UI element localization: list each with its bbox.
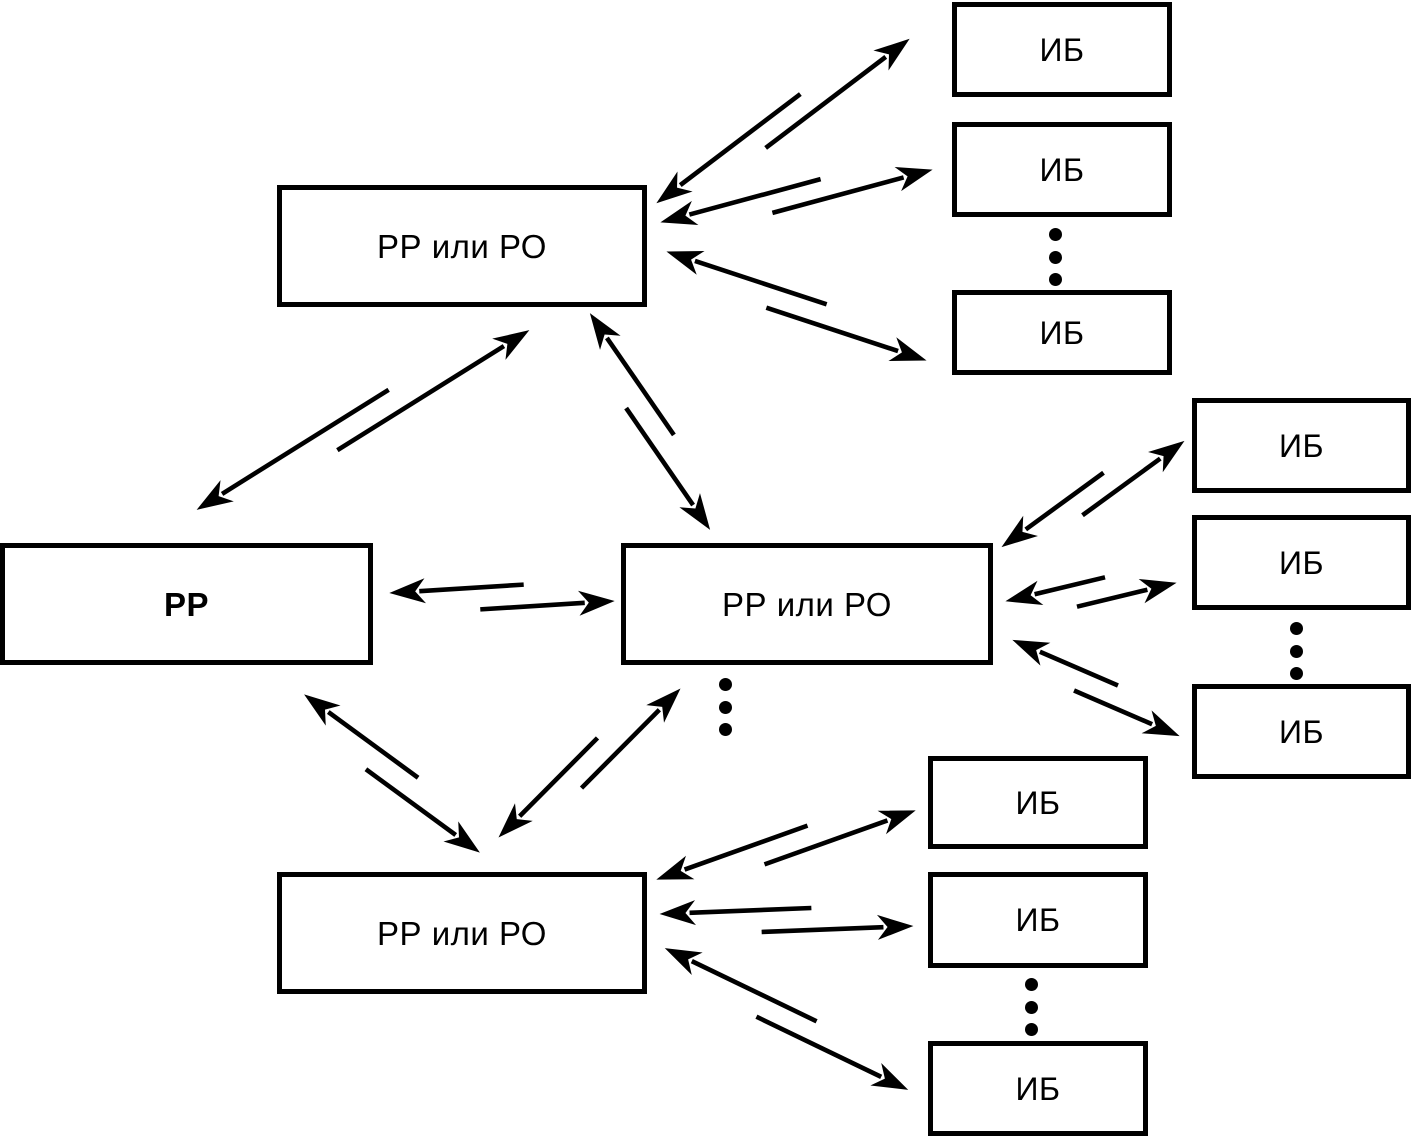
- node-ib-right-1[interactable]: ИБ: [1192, 398, 1411, 493]
- conn-rr-to-middle-reverse-arrow: [389, 578, 524, 604]
- conn-bottom-to-ibb1: [656, 810, 916, 880]
- conn-rr-to-middle-forward-arrow: [480, 590, 615, 616]
- node-ib-right-2[interactable]: ИБ: [1192, 515, 1411, 610]
- node-ib-top-2[interactable]: ИБ: [952, 122, 1172, 217]
- conn-bottom-to-ibb3: [664, 948, 909, 1090]
- node-ib-bottom-1[interactable]: ИБ: [928, 756, 1148, 849]
- node-label: ИБ: [1279, 544, 1324, 581]
- conn-bottom-to-ibb2: [659, 900, 914, 940]
- conn-bottom-to-ibb3-reverse-arrow: [664, 948, 818, 1024]
- ellipsis-dot: [1289, 667, 1303, 680]
- conn-top-to-ib3: [666, 250, 927, 362]
- node-ib-top-3[interactable]: ИБ: [952, 290, 1172, 375]
- conn-top-to-ib1-forward-arrow: [764, 38, 910, 150]
- conn-middle-to-bottom: [498, 688, 681, 838]
- conn-middle-to-ibr3-forward-arrow: [1073, 688, 1180, 737]
- node-label: ИБ: [1039, 31, 1085, 68]
- node-rr-or-ro-middle[interactable]: РР или РО: [621, 543, 993, 665]
- ellipsis-dot: [1289, 644, 1303, 658]
- vertical-ellipsis-top-group: [1048, 228, 1062, 286]
- ellipsis-dot: [1024, 1023, 1038, 1036]
- conn-top-to-ib2: [660, 166, 933, 226]
- conn-bottom-to-ibb1-forward-arrow: [763, 810, 916, 867]
- node-ib-top-1[interactable]: ИБ: [952, 2, 1172, 97]
- conn-top-to-ib1: [656, 38, 910, 204]
- conn-top-to-ib2-forward-arrow: [771, 166, 933, 216]
- node-ib-right-3[interactable]: ИБ: [1192, 684, 1411, 779]
- node-label: ИБ: [1279, 713, 1324, 750]
- conn-middle-to-ibr1-reverse-arrow: [1001, 470, 1105, 548]
- node-label: РР или РО: [722, 585, 892, 623]
- node-label: ИБ: [1279, 427, 1324, 464]
- conn-bottom-to-ibb2-forward-arrow: [761, 914, 914, 940]
- conn-rr-to-bottom-reverse-arrow: [304, 694, 420, 780]
- conn-top-to-ib3-reverse-arrow: [666, 250, 828, 307]
- node-label: ИБ: [1039, 151, 1085, 188]
- conn-middle-to-ibr3-reverse-arrow: [1012, 639, 1119, 688]
- conn-middle-to-ibr3: [1012, 639, 1180, 737]
- vertical-ellipsis-bottom-group: [1024, 978, 1038, 1036]
- ellipsis-dot: [718, 700, 732, 714]
- conn-middle-to-bottom-reverse-arrow: [579, 688, 681, 790]
- conn-top-to-rr: [196, 330, 530, 510]
- conn-bottom-to-ibb2-reverse-arrow: [659, 900, 812, 926]
- conn-top-to-middle-forward-arrow: [624, 406, 711, 530]
- node-rr-or-ro-top[interactable]: РР или РО: [277, 185, 647, 307]
- node-label: РР или РО: [377, 227, 547, 265]
- conn-middle-to-ibr2-forward-arrow: [1076, 578, 1177, 609]
- conn-top-to-rr-forward-arrow: [196, 387, 390, 510]
- conn-middle-to-ibr1-forward-arrow: [1081, 440, 1185, 518]
- conn-top-to-middle-reverse-arrow: [589, 313, 676, 437]
- conn-rr-to-bottom-forward-arrow: [364, 767, 480, 853]
- conn-top-to-ib3-forward-arrow: [765, 305, 927, 362]
- ellipsis-dot: [718, 678, 732, 691]
- conn-bottom-to-ibb1-reverse-arrow: [656, 823, 809, 880]
- ellipsis-dot: [1024, 978, 1038, 991]
- node-label: ИБ: [1015, 902, 1061, 938]
- ellipsis-dot: [718, 723, 732, 736]
- node-rr-main[interactable]: РР: [0, 543, 373, 665]
- node-label: ИБ: [1015, 784, 1061, 821]
- conn-rr-to-middle: [389, 578, 615, 616]
- node-label: РР: [163, 585, 210, 623]
- vertical-ellipsis-middle-stack: [718, 678, 732, 736]
- conn-middle-to-ibr1: [1001, 440, 1185, 548]
- node-label: ИБ: [1015, 1070, 1061, 1107]
- node-rr-or-ro-bottom[interactable]: РР или РО: [277, 872, 647, 994]
- node-label: РР или РО: [377, 914, 547, 952]
- ellipsis-dot: [1024, 1000, 1038, 1014]
- conn-top-to-ib2-reverse-arrow: [660, 176, 822, 226]
- conn-middle-to-ibr2-reverse-arrow: [1005, 575, 1106, 606]
- ellipsis-dot: [1048, 250, 1062, 264]
- ellipsis-dot: [1048, 273, 1062, 286]
- ellipsis-dot: [1048, 228, 1062, 241]
- conn-middle-to-ibr2: [1005, 575, 1177, 609]
- conn-bottom-to-ibb3-forward-arrow: [755, 1014, 909, 1090]
- node-label: ИБ: [1039, 314, 1085, 351]
- conn-top-to-ib1-reverse-arrow: [656, 92, 802, 204]
- node-ib-bottom-3[interactable]: ИБ: [928, 1041, 1148, 1136]
- vertical-ellipsis-right-group: [1289, 622, 1303, 680]
- conn-rr-to-bottom: [304, 694, 480, 853]
- ellipsis-dot: [1289, 622, 1303, 635]
- node-ib-bottom-2[interactable]: ИБ: [928, 872, 1148, 968]
- conn-middle-to-bottom-forward-arrow: [498, 736, 600, 838]
- conn-top-to-middle: [589, 313, 711, 530]
- conn-top-to-rr-reverse-arrow: [336, 330, 530, 453]
